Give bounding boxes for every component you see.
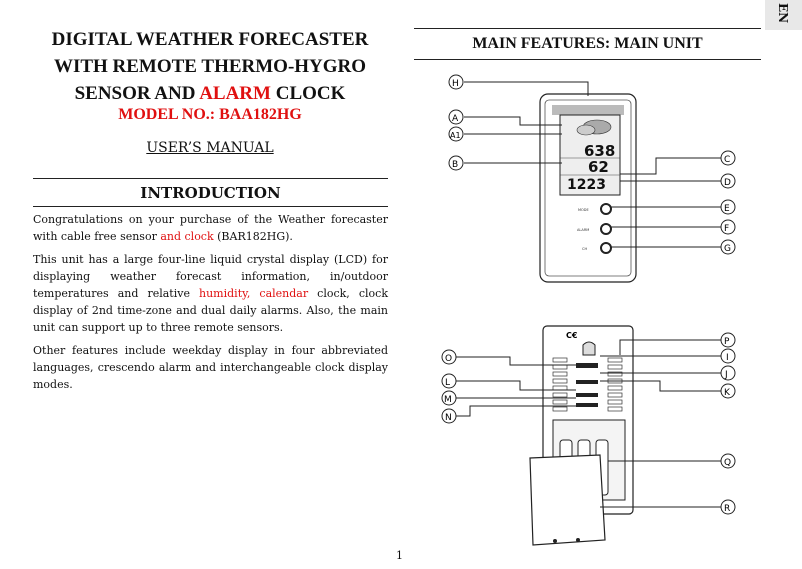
svg-text:C€: C€ [566, 331, 578, 340]
label-Q: Q [724, 458, 731, 468]
label-A: A [452, 114, 459, 124]
label-H: H [452, 79, 459, 89]
label-D: D [724, 178, 731, 188]
label-L: L [445, 378, 450, 388]
page-number: 1 [396, 549, 403, 562]
label-B: B [452, 160, 458, 170]
alarm-button[interactable] [600, 223, 612, 235]
document-title: DIGITAL WEATHER FORECASTER WITH REMOTE T… [30, 26, 390, 107]
language-tab: EN [765, 0, 802, 30]
label-O: O [445, 354, 452, 364]
divider [33, 206, 388, 207]
label-P: P [724, 337, 730, 347]
alarm-label: ALARM [577, 228, 589, 232]
label-R: R [724, 504, 730, 514]
title-line-1: DIGITAL WEATHER FORECASTER [51, 29, 369, 50]
front-labels: H A A1 B C D E F G [448, 74, 736, 255]
features-heading: MAIN FEATURES: MAIN UNIT [472, 35, 703, 52]
lcd-row-2: 62 [588, 158, 609, 176]
label-F: F [724, 224, 729, 234]
channel-label: CH [582, 247, 587, 251]
label-J: J [724, 370, 728, 380]
label-K: K [724, 388, 731, 398]
back-unit-diagram: C€ [529, 325, 634, 546]
label-A1: A1 [450, 131, 461, 140]
divider [414, 59, 761, 60]
intro-paragraph-1: Congratulations on your purchase of the … [33, 213, 388, 243]
model-number: MODEL NO.: BAA182HG [118, 106, 302, 123]
intro-body: Congratulations on your purchase of the … [33, 211, 388, 399]
label-E: E [724, 204, 730, 214]
lcd-row-1: 638 [584, 142, 615, 160]
divider [414, 28, 761, 29]
label-M: M [444, 395, 452, 405]
label-C: C [724, 155, 730, 165]
label-G: G [724, 244, 731, 254]
back-labels: P O I J L K M N Q R [441, 332, 736, 515]
divider [33, 178, 388, 179]
channel-button[interactable] [600, 242, 612, 254]
title-line-3: SENSOR AND ALARM CLOCK [74, 83, 346, 104]
mode-label: MODE [578, 208, 589, 212]
intro-heading: INTRODUCTION [140, 184, 281, 202]
manual-title: USER’S MANUAL [146, 140, 274, 156]
label-I: I [726, 353, 729, 363]
mode-button[interactable] [600, 203, 612, 215]
title-alarm-word: ALARM [199, 83, 271, 104]
label-N: N [445, 413, 452, 423]
title-line-2: WITH REMOTE THERMO-HYGRO [53, 56, 367, 77]
intro-paragraph-2: This unit has a large four-line liquid c… [33, 253, 388, 334]
lcd-row-3: 1223 [567, 177, 606, 193]
intro-paragraph-3: Other features include weekday display i… [33, 344, 388, 391]
